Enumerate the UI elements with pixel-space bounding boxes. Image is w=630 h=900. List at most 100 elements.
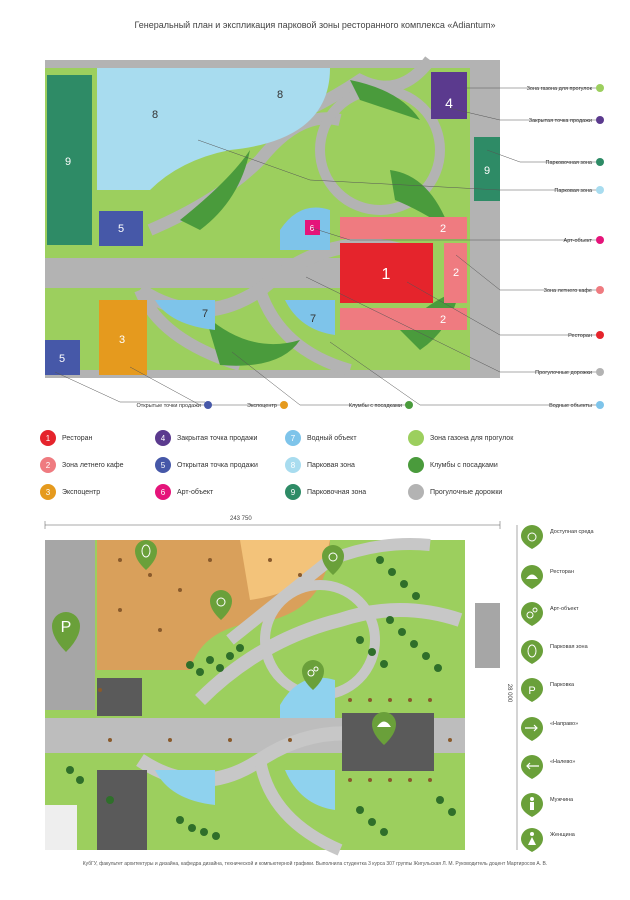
legend-label: Ресторан [62,434,93,442]
dimension-line [44,521,501,529]
legend-dot: 9 [285,484,301,500]
legend-dot: 6 [155,484,171,500]
female-icon [521,828,543,852]
callout-restaurant: Ресторан [568,333,592,339]
page-title: Генеральный план и экспликация парковой … [134,20,496,30]
legend-dot [408,430,424,446]
legend-item-paths: Прогулочные дорожки [408,484,502,500]
plan-num-5a: 5 [118,223,124,235]
park-zone-8 [97,68,330,190]
plan-num-2c: 2 [440,314,446,326]
legend-dot: 5 [155,457,171,473]
callout-closed-sale: Закрытая точка продажи [529,118,592,124]
dimension-width: 243 750 [230,516,252,522]
flowerbed-2 [350,80,420,120]
art-object-icon [521,602,543,626]
legend-dot: 1 [40,430,56,446]
legend-item-lawn: Зона газона для прогулок [408,430,513,446]
legend-label: Водный объект [307,434,357,442]
legend-item-1: 1 Ресторан [40,430,92,446]
svg-text:P: P [528,685,535,697]
legend-label: Парковая зона [307,461,355,469]
plan-num-1: 1 [382,266,391,283]
expo-center [99,300,147,375]
plan-num-4: 4 [445,95,453,111]
legend-label: Экспоцентр [62,488,101,496]
plan-num-2a: 2 [440,223,446,235]
svg-text:P: P [61,619,72,636]
flowerbed-4 [180,150,250,230]
summer-cafe-right [444,243,467,303]
detail-water-top [280,677,335,718]
detail-curve-1 [195,603,463,705]
art-pin [302,660,324,690]
icon-item-restaurant: Ресторан [520,565,620,593]
accessible-pin-2 [322,545,344,575]
detail-water-right [285,770,335,810]
top-road [45,60,500,68]
detail-park-yellow [240,540,330,600]
closed-sale-point [431,72,467,119]
plan-num-7a: 7 [202,308,208,320]
plan-num-8b: 8 [277,89,283,101]
park-leaf-icon [521,640,543,664]
detail-shrubs [98,558,452,782]
summer-cafe-top [340,217,467,239]
icon-legend: Доступная среда Ресторан Арт-объект Парк… [516,525,620,856]
icon-item-accessible: Доступная среда [520,525,620,553]
summer-cafe-bottom [340,308,467,330]
callout-water: Водные объекты [549,403,592,409]
legend-item-9: 9 Парковочная зона [285,484,366,500]
open-sale-point-top [99,211,143,246]
male-icon [521,793,543,817]
water-object-left [155,300,215,330]
callout-paths: Прогулочные дорожки [535,370,592,376]
plan-num-6: 6 [310,224,315,233]
detail-grey-bottom [97,770,147,850]
icon-item-parking: P Парковка [520,678,620,706]
general-plan: 1 2 2 2 3 4 5 5 6 9 9 7 7 8 8 [45,56,604,409]
flowerbed-1 [205,315,300,366]
icon-item-left: «Налево» [520,755,620,783]
plan-num-8a: 8 [152,109,158,121]
park-pin [135,540,157,570]
legend-dot [408,457,424,473]
water-object-right [285,300,335,335]
legend-item-flowerbeds: Клумбы с посадками [408,457,498,473]
legend-item-3: 3 Экспоцентр [40,484,100,500]
plan-num-3: 3 [119,334,125,346]
detail-water-left [155,770,215,805]
legend-dot: 3 [40,484,56,500]
plan-num-9b: 9 [484,165,490,177]
legend-dot: 4 [155,430,171,446]
callout-flowerbeds: Клумбы с посадками [349,403,402,409]
detail-corner-white [45,805,77,850]
legend-label: Открытая точка продажи [177,461,258,469]
callout-cafe: Зона летнего кафе [544,288,592,294]
legend-label: Парковочная зона [307,488,367,496]
art-object [305,220,320,235]
plan-num-9a: 9 [65,156,71,168]
icon-item-female: Женщина [520,828,620,856]
detail-curve-4 [254,758,343,856]
parking-icon: P [521,678,543,702]
legend-item-4: 4 Закрытая точка продажи [155,430,257,446]
detail-trees [66,556,456,840]
legend-item-5: 5 Открытая точка продажи [155,457,258,473]
legend-label: Закрытая точка продажи [177,434,258,442]
accessible-pin [210,590,232,620]
bottom-road [45,370,500,378]
legend-label: Клумбы с посадками [430,461,498,469]
restaurant-icon [521,565,543,589]
curved-path-3 [147,112,342,236]
arrow-left-icon [521,755,543,779]
legend-label: Прогулочные дорожки [430,488,503,496]
restaurant [340,243,433,303]
legend-dot: 2 [40,457,56,473]
callout-expo: Экспоцентр [247,403,277,409]
detailed-plan: P [45,538,500,856]
parking-pin: P [52,612,80,652]
